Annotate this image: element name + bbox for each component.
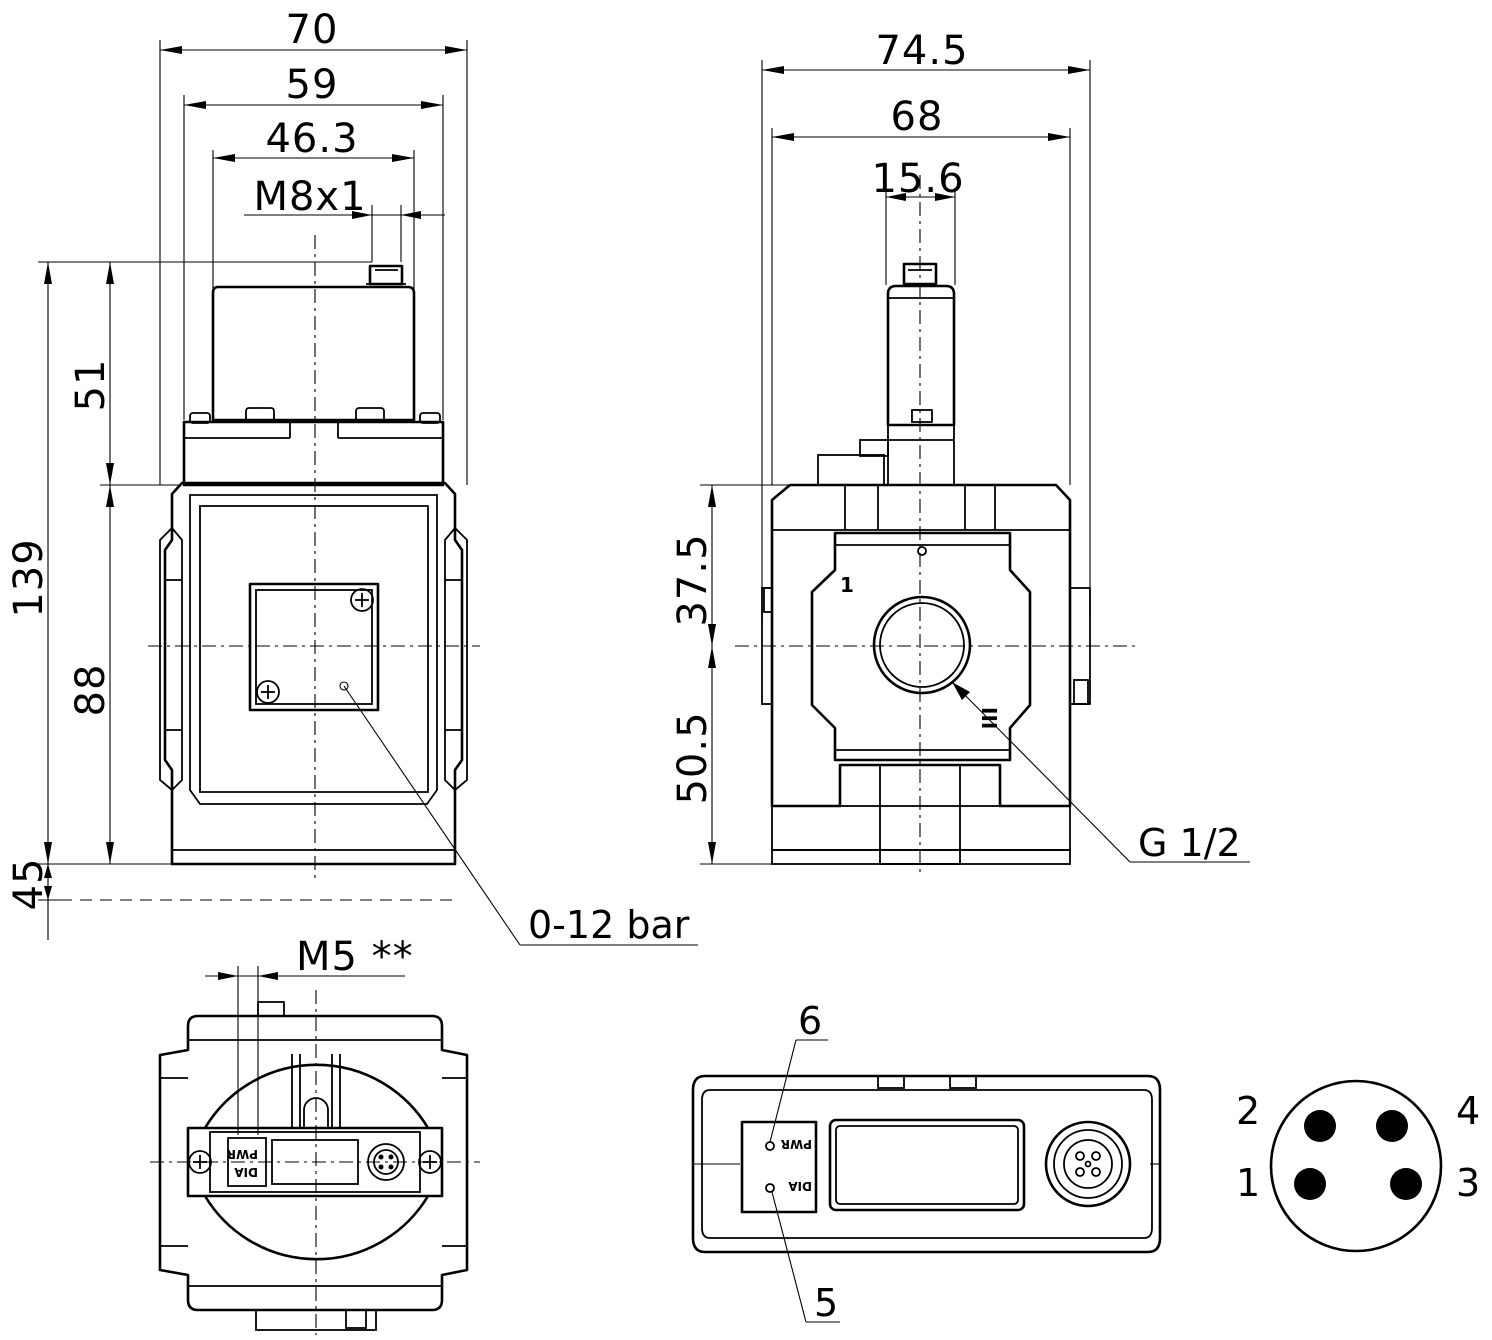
pin-label-1: 1 [1236, 1161, 1260, 1205]
dim-width-15-6: 15.6 [871, 156, 964, 202]
pin-2 [1304, 1110, 1336, 1142]
dim-50-5-text: 50.5 [670, 711, 716, 804]
pin-3 [1390, 1168, 1422, 1200]
dim-width-46-3: 46.3 [213, 116, 414, 162]
front-view: 70 59 46.3 M8x1 [6, 7, 698, 947]
gauge-range-text: 0-12 bar [528, 903, 690, 947]
dim-74-5-text: 74.5 [875, 28, 968, 74]
dim-88-text: 88 [68, 664, 114, 717]
callout-led-6: 6 [769, 999, 828, 1143]
connector-socket-icon [1044, 1120, 1132, 1208]
dim-height-88: 88 [68, 485, 114, 864]
callout-port-thread: G 1/2 [951, 681, 1250, 865]
dim-m5: M5 ** [205, 934, 414, 1135]
led-label-6: 6 [798, 999, 822, 1043]
dim-height-139: 139 [6, 262, 52, 864]
dim-width-59: 59 [184, 62, 443, 109]
led-pwr-indicator: PWR [765, 1137, 812, 1151]
dim-37-5-text: 37.5 [670, 533, 716, 626]
screw-icon [418, 1150, 442, 1174]
dim-46-3-text: 46.3 [265, 116, 358, 162]
connector-pinout: 2 4 1 3 [1236, 1079, 1480, 1253]
pin-label-3: 3 [1456, 1161, 1480, 1205]
dim-m8x1: M8x1 [244, 174, 445, 220]
callout-led-5: 5 [771, 1191, 840, 1325]
dim-70-text: 70 [286, 7, 339, 53]
led-pwr-text: PWR [781, 1137, 812, 1151]
dim-45-text: 45 [6, 858, 52, 911]
dim-height-51: 51 [68, 262, 114, 485]
side-view: 74.5 68 15.6 37.5 50.5 [670, 28, 1250, 875]
led-label-5: 5 [814, 1281, 838, 1325]
screw-icon [350, 588, 374, 612]
dim-width-74-5: 74.5 [762, 28, 1090, 74]
port-thread-text: G 1/2 [1138, 821, 1241, 865]
dim-height-50-5: 50.5 [670, 646, 716, 864]
dim-59-text: 59 [286, 62, 339, 108]
bottom-led-pwr: PWR [227, 1147, 258, 1161]
screw-icon [188, 1150, 212, 1174]
pin-label-2: 2 [1236, 1089, 1260, 1133]
bottom-view: M5 ** PWR DIA [150, 934, 480, 1335]
dim-139-text: 139 [6, 538, 52, 617]
dim-51-text: 51 [68, 359, 114, 412]
dim-height-45: 45 [6, 858, 52, 940]
callout-gauge-range: 0-12 bar [343, 685, 698, 947]
led-dia-text: DIA [788, 1179, 812, 1193]
dim-width-70: 70 [160, 7, 467, 54]
dim-15-6-text: 15.6 [871, 156, 964, 202]
bottom-led-dia: DIA [234, 1165, 258, 1179]
pin-1 [1294, 1168, 1326, 1200]
pin-label-4: 4 [1456, 1089, 1480, 1133]
port-marking-1: 1 [840, 573, 854, 597]
dim-m5-text: M5 ** [296, 934, 414, 980]
pin-4 [1376, 1110, 1408, 1142]
dim-m8x1-text: M8x1 [253, 174, 366, 220]
dim-68-text: 68 [891, 94, 944, 140]
dim-width-68: 68 [772, 94, 1070, 141]
dim-height-37-5: 37.5 [670, 485, 716, 646]
screw-icon [256, 680, 280, 704]
led-dia-indicator: DIA [765, 1179, 812, 1193]
display-detail-view: PWR DIA 6 5 [691, 999, 1162, 1325]
